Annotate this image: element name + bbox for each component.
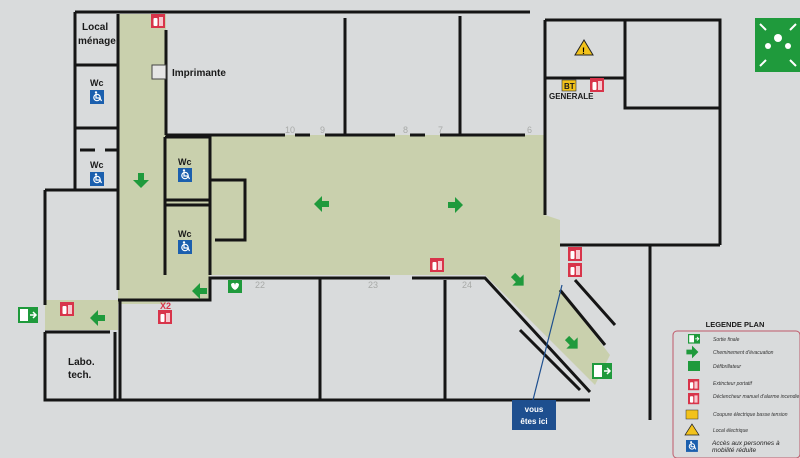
- legend-label: Local électrique: [713, 428, 748, 434]
- wc-label: Wc: [90, 78, 104, 88]
- legend-label: Déclencheur manuel d'alarme incendie: [713, 394, 800, 400]
- legend-label: Cheminement d'évacuation: [713, 350, 774, 356]
- legend-label: Sortie finale: [713, 337, 740, 343]
- wc-label: Wc: [90, 160, 104, 170]
- legend-label: Extincteur portatif: [713, 381, 753, 387]
- walls: [43, 10, 722, 420]
- svg-text:6: 6: [527, 125, 532, 135]
- legend-title: LEGENDE PLAN: [706, 320, 765, 329]
- exit-sign-icon[interactable]: [17, 306, 39, 324]
- wheelchair-icon: [89, 171, 105, 187]
- wc-label: Wc: [178, 229, 192, 239]
- legend-label: Défibrillateur: [713, 364, 741, 370]
- svg-text:22: 22: [255, 280, 265, 290]
- legend: LEGENDE PLAN Sortie finale Cheminement d…: [672, 320, 800, 458]
- svg-text:!: !: [582, 46, 585, 56]
- svg-text:9: 9: [320, 125, 325, 135]
- you-are-here-pointer: [532, 284, 563, 401]
- extinguisher-icon: [590, 78, 604, 92]
- extinguisher-icon: [151, 14, 165, 28]
- wc-label: Wc: [178, 157, 192, 167]
- printer-marker: [151, 64, 167, 80]
- room-label-labo: Labo.tech.: [68, 357, 95, 381]
- svg-text:8: 8: [403, 125, 408, 135]
- extinguisher-icon: [158, 310, 172, 324]
- extinguisher-icon: [568, 263, 582, 277]
- extinguisher-icon: [430, 258, 444, 272]
- extinguisher-count: X2: [160, 301, 171, 311]
- svg-text:BT: BT: [564, 82, 575, 91]
- svg-text:24: 24: [462, 280, 472, 290]
- svg-text:7: 7: [438, 125, 443, 135]
- legend-label-accessibility: Accès aux personnes à mobilité réduite: [712, 440, 780, 454]
- wheelchair-icon: [89, 89, 105, 105]
- extinguisher-icon: [60, 302, 74, 316]
- generale-label: GENERALE: [549, 92, 594, 101]
- you-are-here-marker: [512, 400, 556, 430]
- exit-sign-icon[interactable]: [591, 362, 613, 380]
- wheelchair-icon: [177, 167, 193, 183]
- room-numbers: 10 9 8 7 6 22 23 24: [255, 125, 532, 290]
- electrical-warning-icon: !: [574, 39, 594, 56]
- fire-alarm-icon: [568, 247, 582, 261]
- bt-cutoff-icon: BT: [561, 79, 577, 92]
- legend-label: Coupure électrique basse tension: [713, 412, 788, 418]
- svg-text:10: 10: [285, 125, 295, 135]
- assembly-point-icon: [755, 18, 800, 72]
- wheelchair-icon: [177, 239, 193, 255]
- svg-text:23: 23: [368, 280, 378, 290]
- room-label-imprimante: Imprimante: [172, 68, 226, 79]
- evacuation-corridor: [45, 14, 610, 385]
- defibrillator-icon: [228, 280, 242, 293]
